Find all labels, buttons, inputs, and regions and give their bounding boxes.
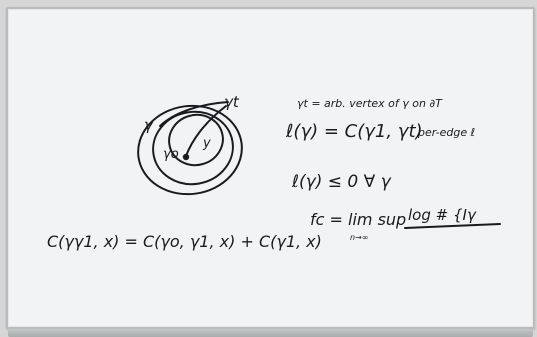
middle-loop: [152, 110, 234, 186]
path-gamma: [159, 101, 229, 127]
eq-gamma-t: γt = arb. vertex of γ on ∂T: [297, 97, 443, 110]
eq-fc: fc = lim sup: [310, 210, 406, 229]
eq-fc-fraction: log # {Iγ: [408, 206, 477, 224]
fraction-bar: [404, 223, 501, 229]
label-gamma-t: γt: [224, 93, 240, 111]
label-gamma-o: γo: [163, 147, 179, 162]
label-gamma: γ: [144, 116, 154, 134]
path-to-gamma-t: [185, 105, 227, 157]
eq-leq: ℓ(γ) ≤ 0 ∀ γ: [291, 172, 392, 192]
label-y: y: [202, 136, 211, 151]
base-point: [182, 153, 190, 161]
inner-loop: [168, 113, 224, 167]
eq-l-note: per-edge ℓ: [417, 126, 475, 139]
eq-c: C(γγ1, x) = C(γo, γ1, x) + C(γ1, x): [47, 232, 322, 251]
whiteboard: [6, 7, 535, 337]
eq-fc-sub: n→∞: [350, 233, 368, 242]
outer-loop: [137, 104, 243, 196]
eq-l: ℓ(γ) = C(γ1, γt): [285, 121, 423, 142]
